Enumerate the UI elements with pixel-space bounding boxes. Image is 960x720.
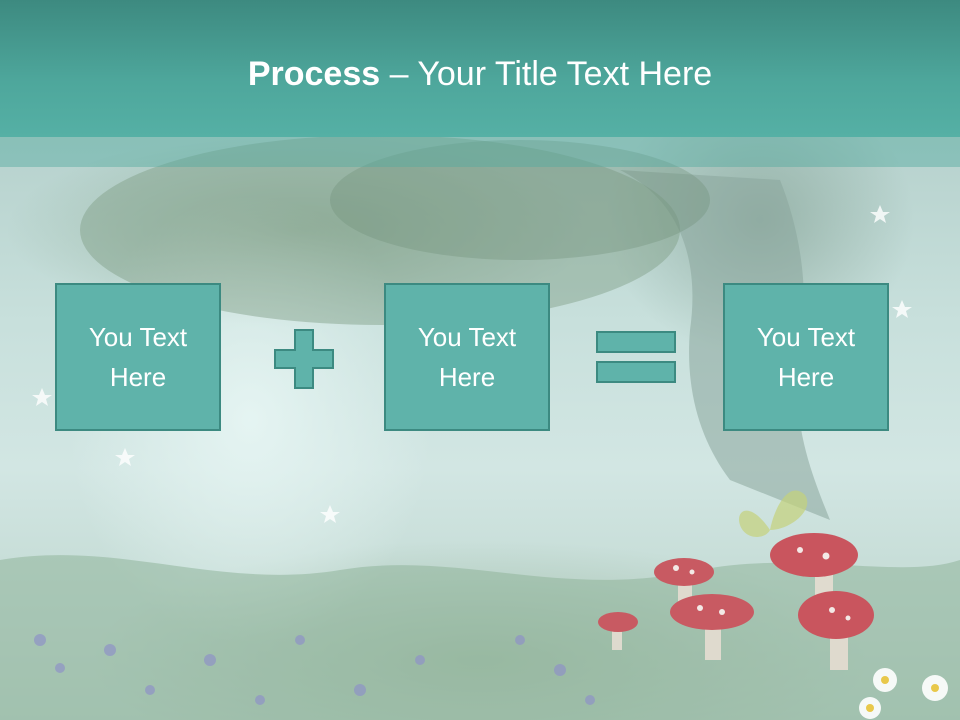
bluebell-flowers [34, 634, 595, 705]
tree-foliage-dark [330, 140, 710, 260]
title-bold: Process [247, 55, 381, 93]
tree-foliage [80, 135, 680, 325]
title-rest: – Your Title Text Here [380, 55, 713, 93]
sparkle-stars [32, 205, 912, 523]
process-box-label: You Text Here [756, 322, 856, 392]
mushrooms [598, 533, 874, 670]
plus-icon [274, 329, 334, 389]
butterfly [739, 490, 808, 537]
process-box-label: You Text Here [417, 322, 517, 392]
header-band [0, 137, 960, 167]
slide-title: Process – Your Title Text Here [0, 52, 960, 96]
process-box-label: You Text Here [88, 322, 188, 392]
process-box-2[interactable]: You Text Here [384, 283, 550, 431]
equals-icon [596, 331, 676, 383]
process-box-3[interactable]: You Text Here [723, 283, 889, 431]
title-header [0, 0, 960, 137]
process-box-1[interactable]: You Text Here [55, 283, 221, 431]
